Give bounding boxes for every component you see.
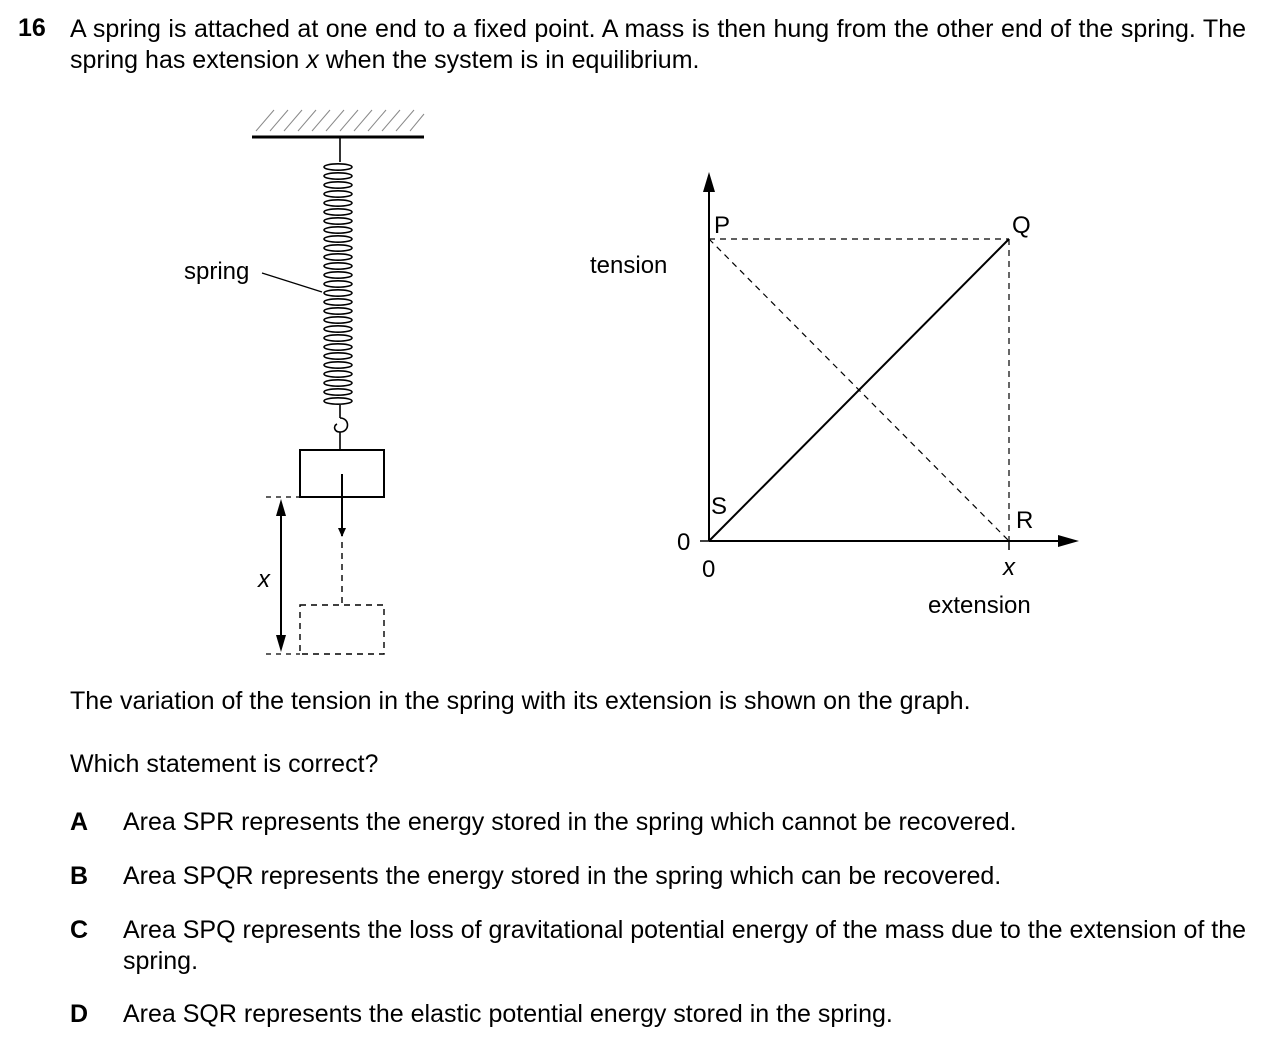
extension-dimension: [266, 496, 300, 655]
option-c-text: Area SPQ represents the loss of gravitat…: [123, 916, 1246, 975]
question-prompt: Which statement is correct?: [70, 750, 379, 778]
option-d-text: Area SQR represents the elastic potentia…: [123, 1000, 893, 1028]
x-axis-label: extension: [928, 592, 1031, 619]
option-d-letter: D: [70, 1000, 89, 1028]
intro-variable: x: [306, 46, 319, 74]
extension-x-label: x: [257, 566, 271, 593]
line-pr-dashed: [708, 238, 1010, 542]
spring: [323, 137, 353, 450]
question-number: 16: [18, 14, 46, 42]
ceiling-support: [252, 109, 425, 139]
origin-y-tick-label: 0: [677, 529, 690, 556]
option-a-letter: A: [70, 808, 89, 836]
intro-part-1: A spring is attached at one end to a fix…: [70, 15, 1246, 74]
mass-original-position: [299, 604, 385, 655]
option-c-letter: C: [70, 916, 89, 944]
x-tick-label: x: [1002, 554, 1016, 581]
point-label-p: P: [714, 212, 730, 239]
intro-part-2: when the system is in equilibrium.: [318, 46, 700, 74]
question-intro: A spring is attached at one end to a fix…: [70, 14, 1246, 76]
point-label-r: R: [1016, 507, 1033, 534]
x-axis: [709, 535, 1079, 547]
option-b-letter: B: [70, 862, 89, 890]
point-label-s: S: [711, 493, 727, 520]
origin-x-tick-label: 0: [702, 556, 715, 583]
figure: spring x tension extension 0 0 x: [184, 109, 1079, 655]
y-axis-label: tension: [590, 252, 667, 279]
y-axis: [703, 172, 715, 541]
point-label-q: Q: [1012, 212, 1031, 239]
graph-statement: The variation of the tension in the spri…: [70, 687, 971, 715]
spring-label: spring: [184, 258, 249, 285]
option-a-text: Area SPR represents the energy stored in…: [123, 808, 1017, 836]
spring-label-leader: [261, 272, 323, 293]
option-b-text: Area SPQR represents the energy stored i…: [123, 862, 1002, 890]
tension-extension-graph: tension extension 0 0 x P Q R S: [590, 172, 1079, 619]
